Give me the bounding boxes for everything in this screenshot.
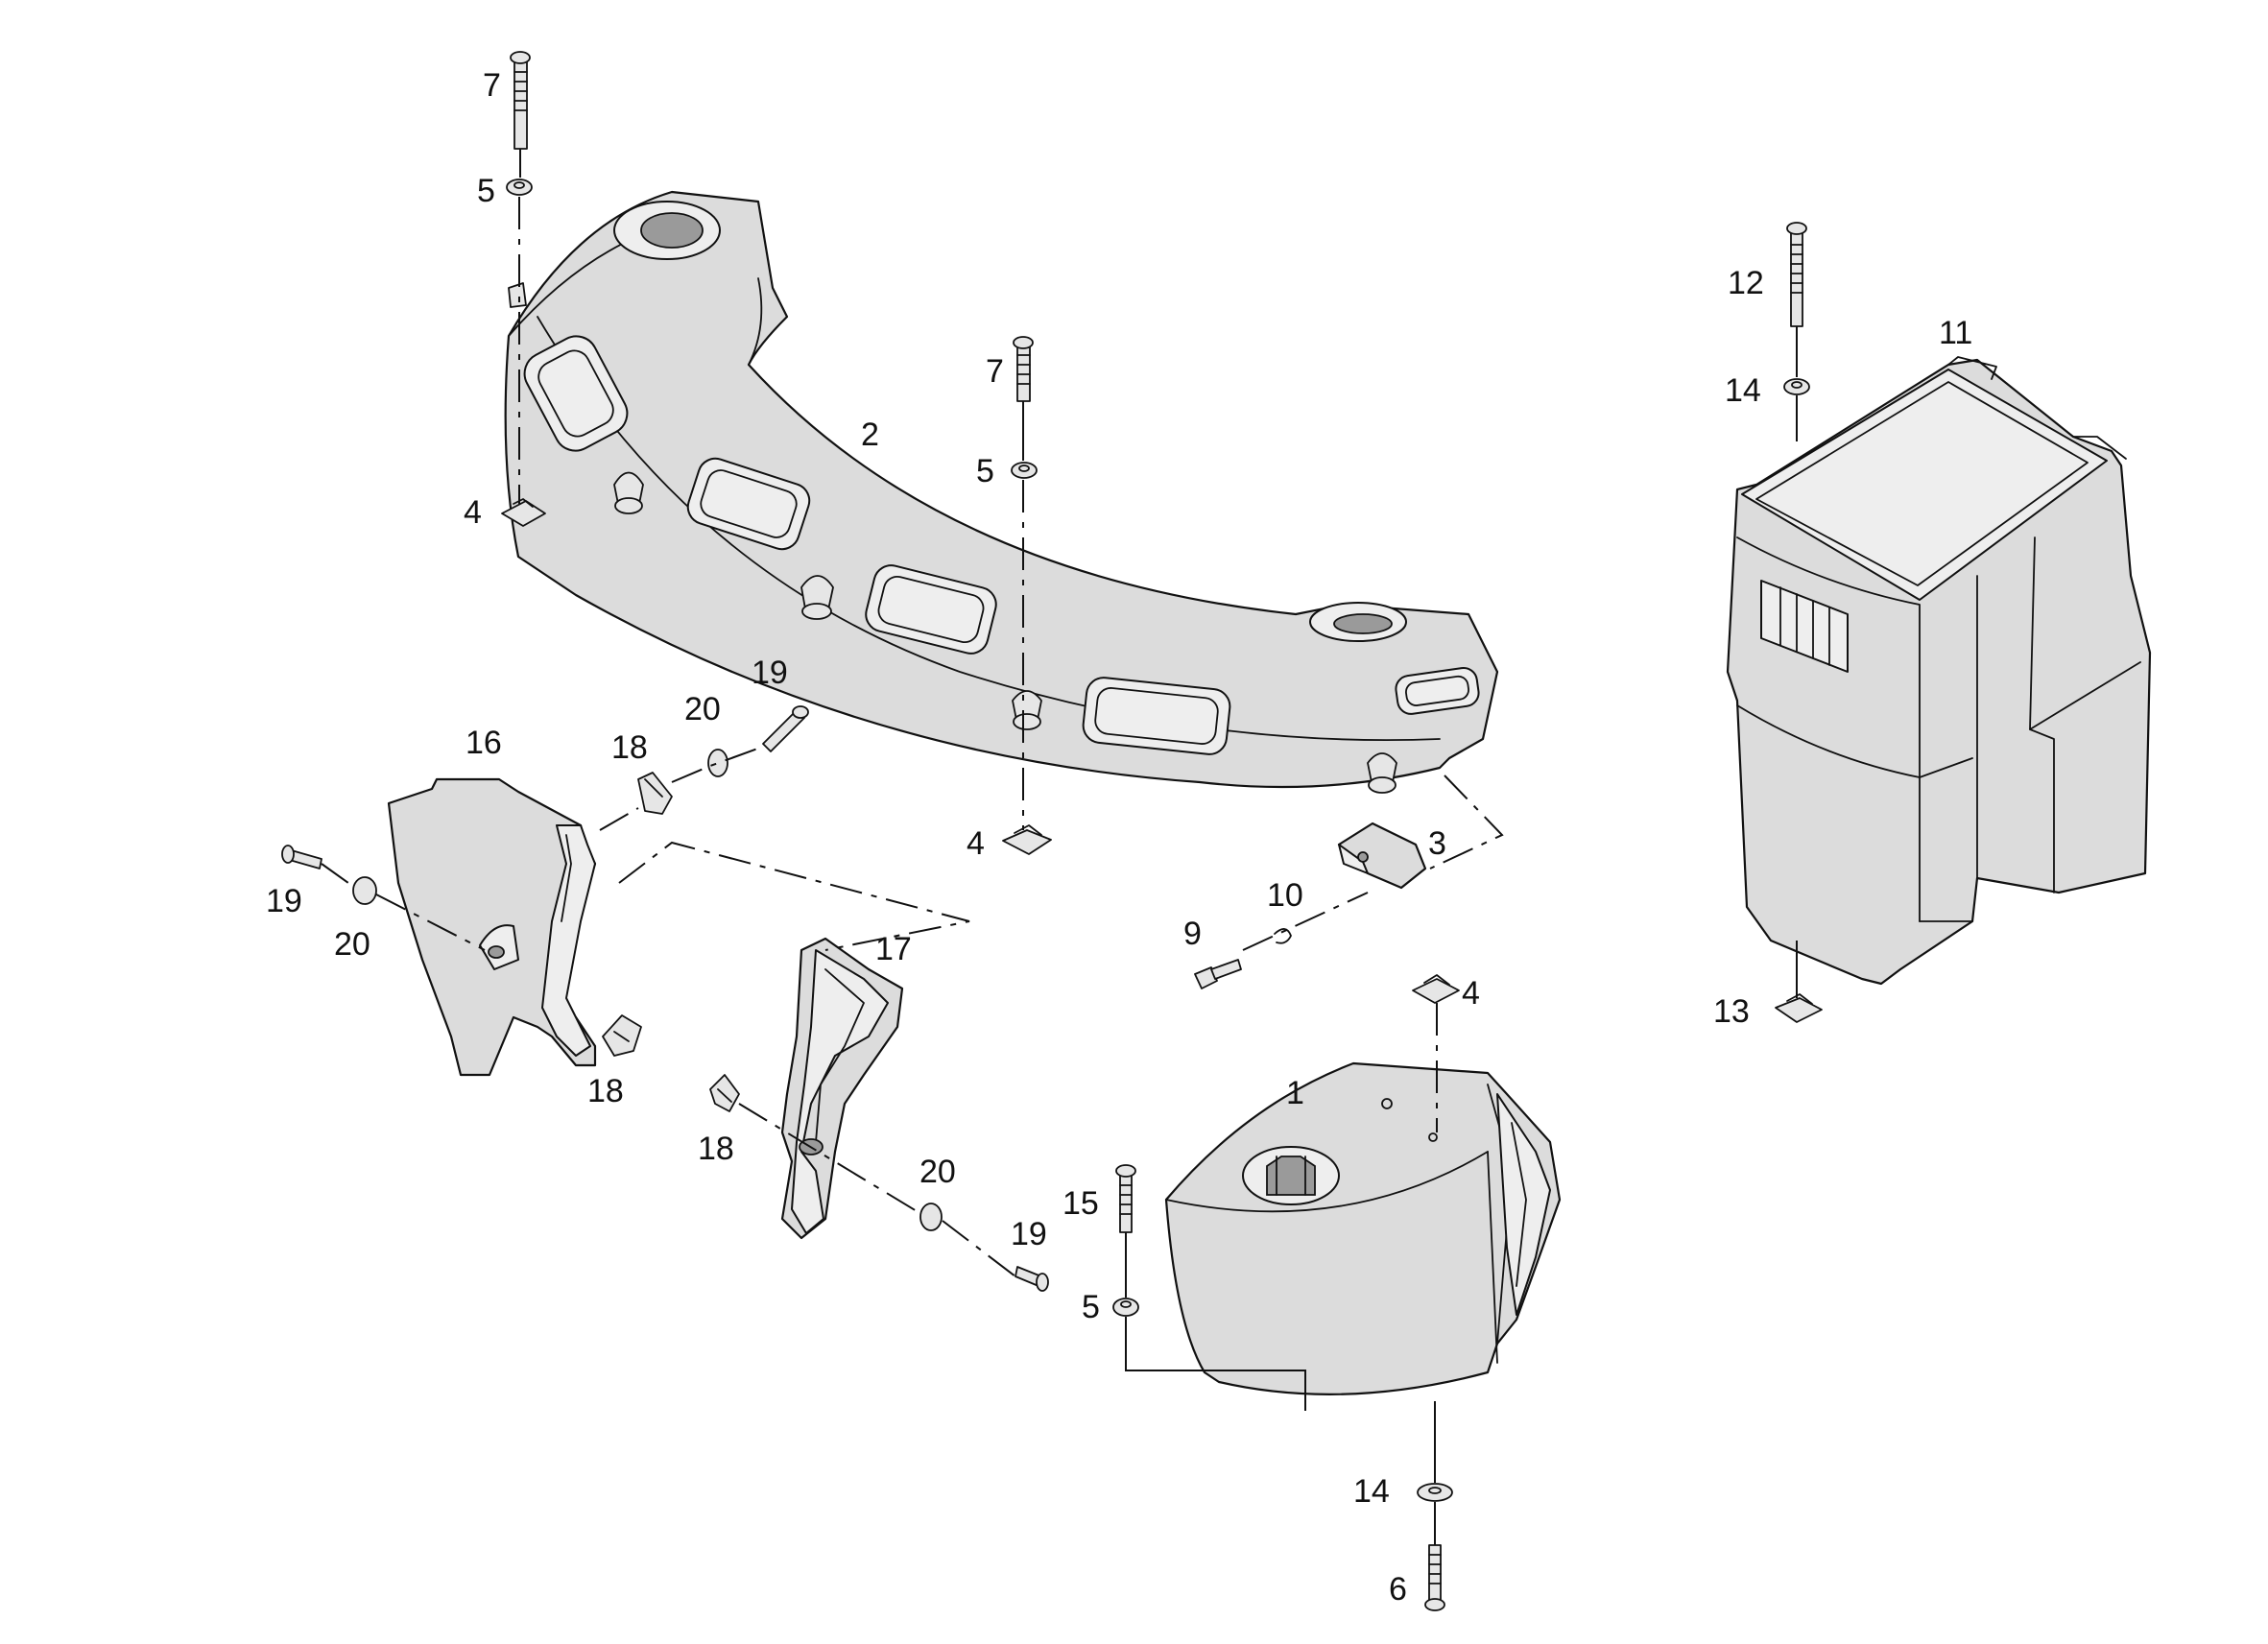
label-part-14-lower: 14 xyxy=(1353,1473,1390,1510)
label-part-4-center: 4 xyxy=(967,825,985,862)
bolt-15 xyxy=(1115,1164,1136,1233)
label-part-1: 1 xyxy=(1286,1075,1304,1111)
label-part-5-lower: 5 xyxy=(1082,1289,1100,1325)
part-16-bracket xyxy=(387,777,597,1077)
label-part-4-upper: 4 xyxy=(464,494,482,531)
label-part-6: 6 xyxy=(1389,1571,1407,1608)
label-part-2: 2 xyxy=(861,417,879,453)
label-part-16: 16 xyxy=(466,725,502,761)
bolt-7-upper xyxy=(510,51,531,150)
label-part-19-left: 19 xyxy=(266,883,302,919)
part-3-bracket xyxy=(1337,822,1427,890)
part-17-bracket xyxy=(780,937,904,1240)
fasteners xyxy=(281,51,1823,1611)
label-part-5-center: 5 xyxy=(976,453,994,489)
label-part-17: 17 xyxy=(875,931,912,967)
label-part-13: 13 xyxy=(1713,993,1750,1030)
label-part-14-upper: 14 xyxy=(1725,372,1761,409)
label-part-20-lower: 20 xyxy=(919,1154,956,1190)
label-part-10: 10 xyxy=(1267,877,1303,914)
label-part-18-left: 18 xyxy=(587,1073,624,1109)
label-part-18-upper: 18 xyxy=(611,729,648,766)
housing-grill xyxy=(1760,580,1849,673)
label-part-20-left: 20 xyxy=(334,926,370,963)
label-part-11: 11 xyxy=(1939,315,1972,351)
bolt-7-center xyxy=(1013,336,1034,402)
label-part-12: 12 xyxy=(1728,265,1764,301)
part-11-housing xyxy=(1726,356,2152,986)
part-labels: 1 2 3 4 4 4 5 5 5 6 7 7 9 10 11 12 13 14… xyxy=(266,67,1972,1608)
label-part-5-upper: 5 xyxy=(477,173,495,209)
label-part-7-center: 7 xyxy=(986,353,1004,390)
label-part-20-upper: 20 xyxy=(684,691,721,727)
panel-grommets xyxy=(508,282,1397,794)
label-part-19-upper: 19 xyxy=(752,655,788,691)
leader-lines xyxy=(321,149,1798,1545)
label-part-19-lower: 19 xyxy=(1011,1216,1047,1252)
bolt-12 xyxy=(1786,222,1807,327)
panel-openings xyxy=(523,335,1480,755)
label-part-3: 3 xyxy=(1428,825,1446,862)
part-2-front-panel xyxy=(504,190,1499,794)
label-part-15: 15 xyxy=(1062,1185,1099,1222)
label-part-18-lower: 18 xyxy=(698,1131,734,1167)
part-1-lower-cover xyxy=(1164,1061,1562,1395)
bolt-6 xyxy=(1424,1544,1445,1611)
label-part-7-upper: 7 xyxy=(483,67,501,104)
label-part-4-right: 4 xyxy=(1462,975,1480,1012)
label-part-9: 9 xyxy=(1183,916,1202,952)
